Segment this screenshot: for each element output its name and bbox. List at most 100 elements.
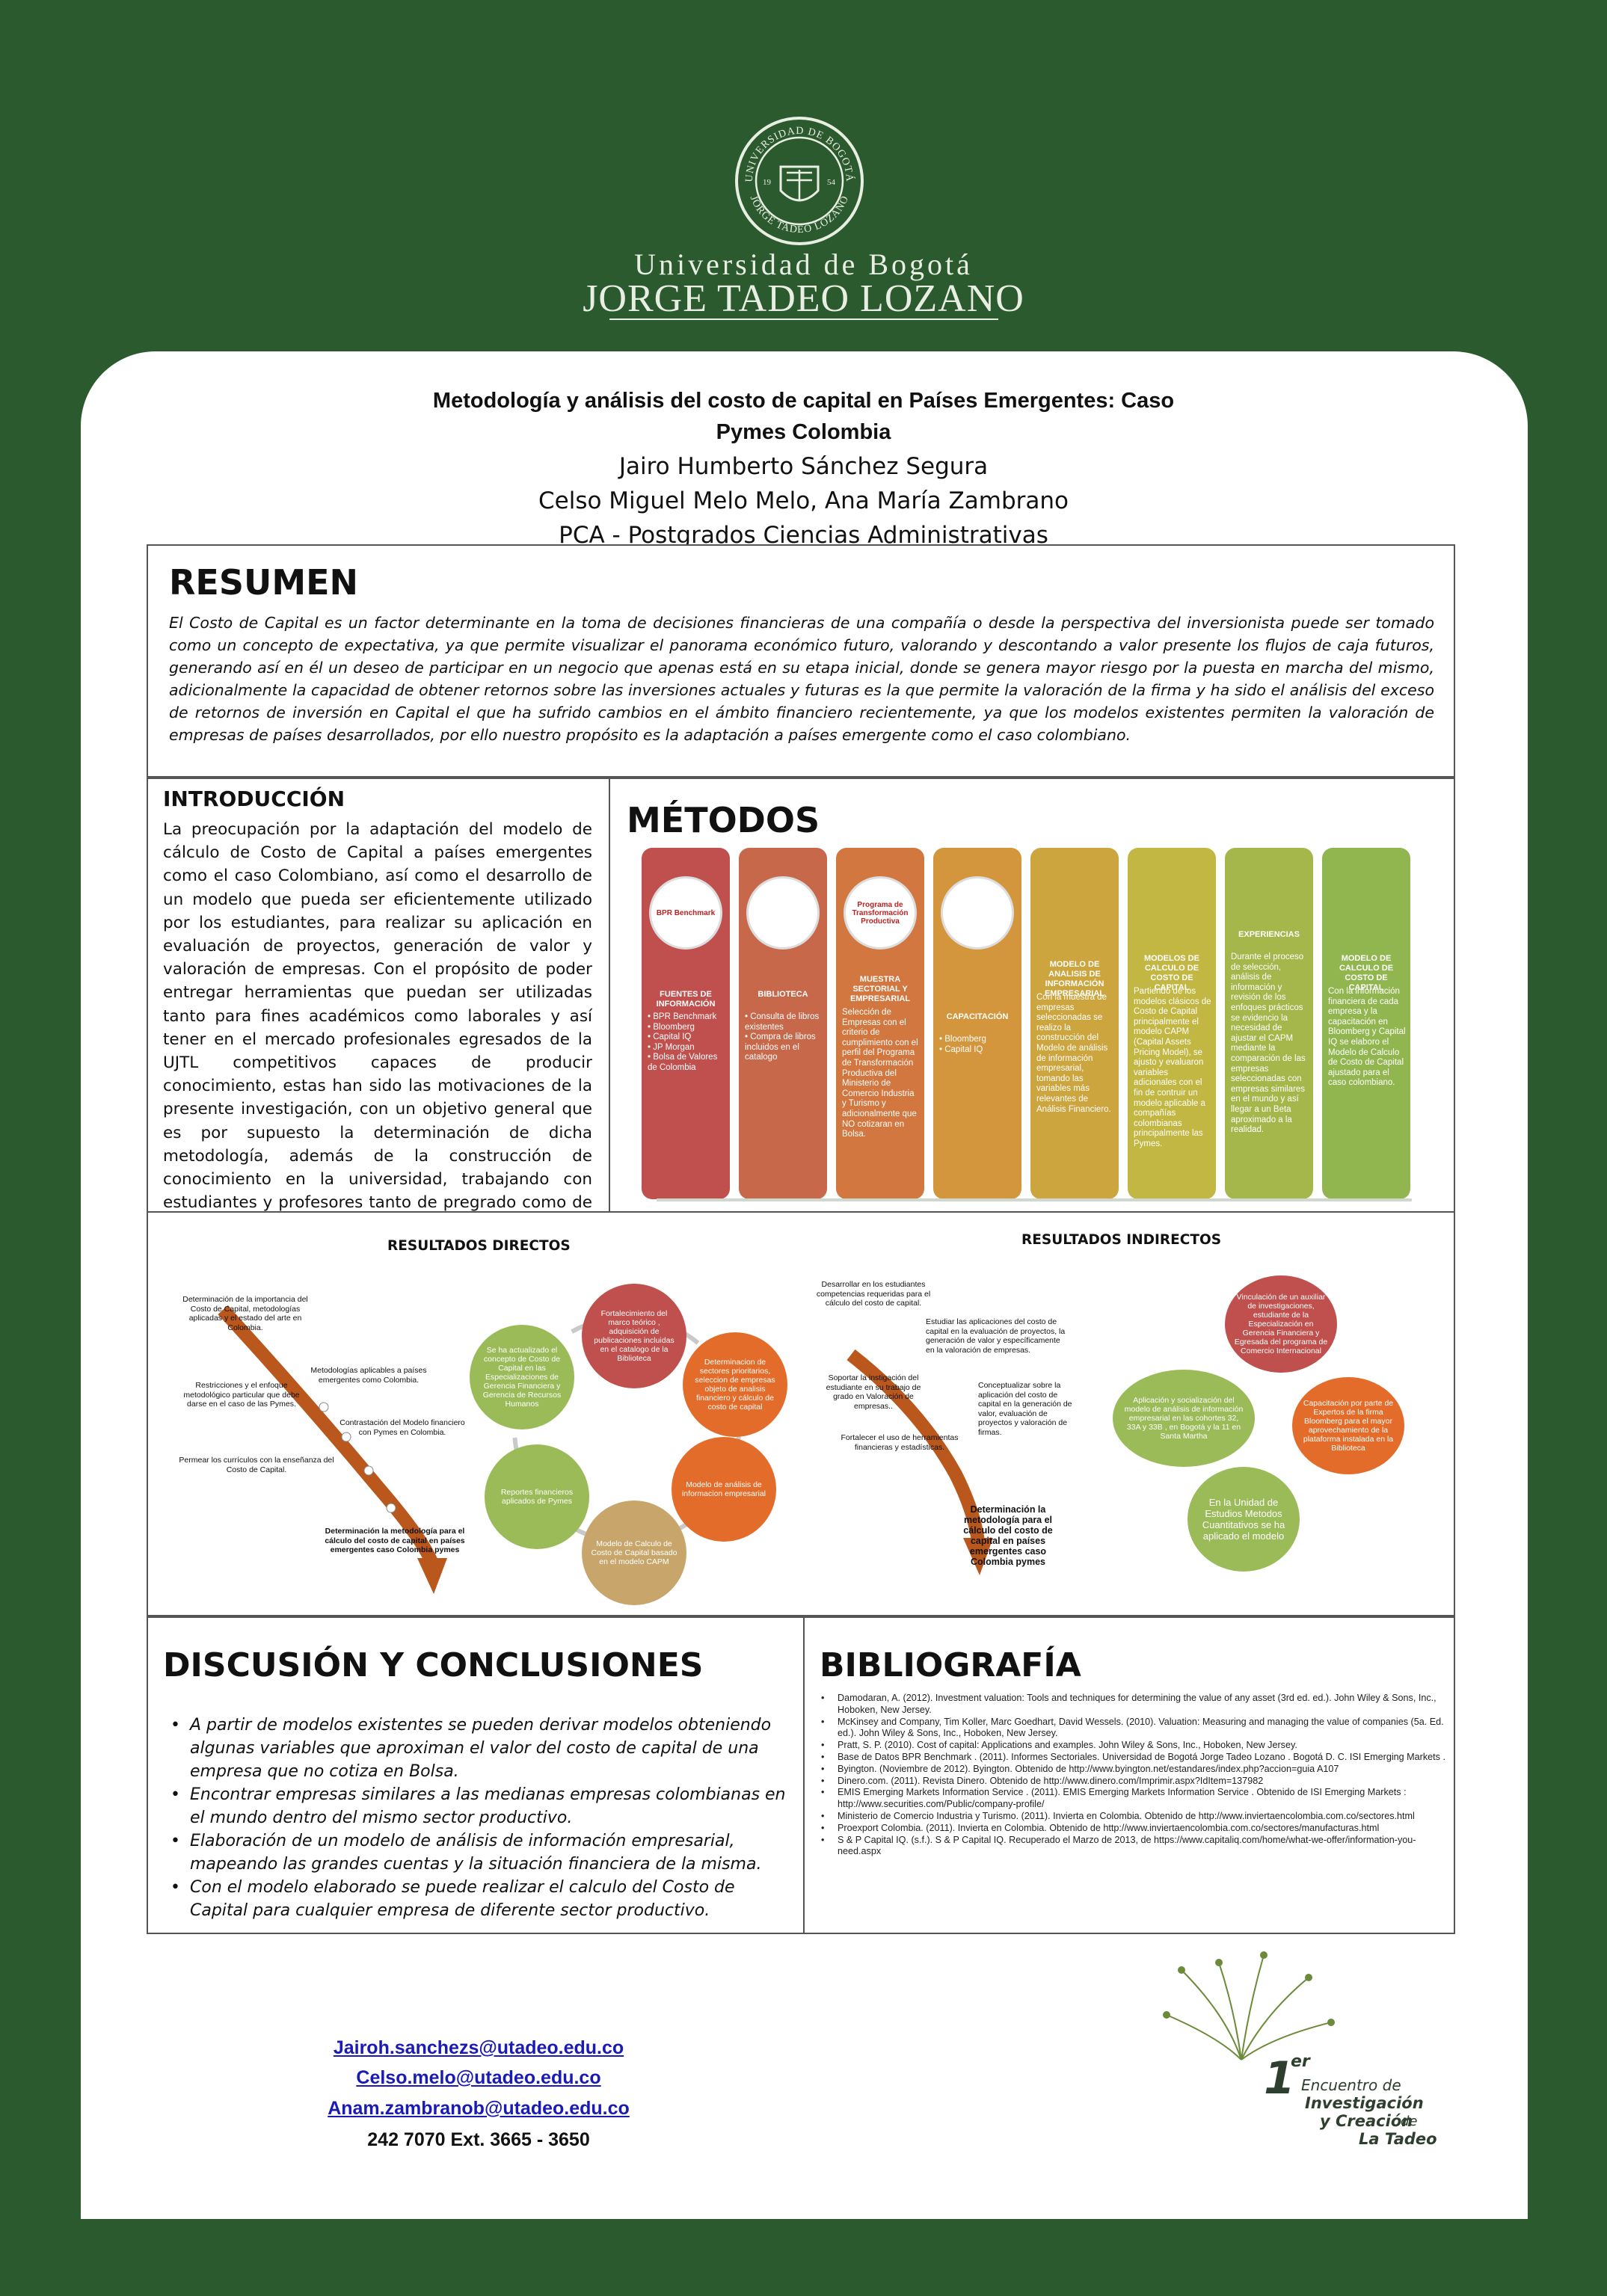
resultados-indirectos-heading: RESULTADOS INDIRECTOS — [1021, 1232, 1222, 1248]
header-banner: UNIVERSIDAD DE BOGOTÁ JORGE TADEO LOZANO… — [0, 0, 1607, 351]
poster-title-line1: Metodología y análisis del costo de capi… — [432, 389, 1175, 413]
seal-year-left: 19 — [763, 178, 772, 187]
dandelion-icon — [1163, 1951, 1335, 2060]
method-column-item: Compra de libros incluidos en el catalog… — [745, 1032, 823, 1063]
indirectos-note-3: Soportar la instigación del estudiante e… — [826, 1373, 921, 1411]
directos-cycle-1: Fortalecimiento del marco teórico , adqu… — [582, 1284, 686, 1388]
method-column: MODELO DE ANALISIS DE INFORMACIÓN EMPRES… — [1030, 848, 1119, 1199]
evento-number: 1 — [1264, 2052, 1295, 2105]
bib-item: Byington. (Noviembre de 2012). Byington.… — [820, 1764, 1448, 1776]
divider — [609, 318, 998, 320]
discusion-section: DISCUSIÓN Y CONCLUSIONES A partir de mod… — [147, 1616, 805, 1934]
method-column-item: Bolsa de Valores de Colombia — [648, 1053, 725, 1073]
bib-item: Dinero.com. (2011). Revista Dinero. Obte… — [820, 1776, 1448, 1788]
bpr-benchmark-logo-icon: BPR Benchmark — [649, 876, 722, 950]
method-column-title: MUESTRA SECTORIAL Y EMPRESARIAL — [849, 975, 911, 1003]
ptp-program-logo-icon: Programa de Transformación Productiva — [844, 876, 917, 950]
directos-cycle-4: Modelo de Calculo de Costo de Capital ba… — [582, 1501, 686, 1605]
indirectos-note-2: Estudiar las aplicaciones del costo de c… — [926, 1317, 1066, 1355]
method-column-item: Bloomberg — [939, 1035, 1017, 1045]
directos-cycle-2: Determinacion de sectores prioritarios, … — [683, 1332, 787, 1437]
method-column-body: Selección de Empresas con el criterio de… — [842, 1008, 918, 1139]
method-column-item: Capital IQ — [939, 1045, 1017, 1056]
discusion-list: A partir de modelos existentes se pueden… — [170, 1714, 791, 1922]
bib-item: Base de Datos BPR Benchmark . (2011). In… — [820, 1752, 1448, 1764]
email-link-2[interactable]: Celso.melo@utadeo.edu.co — [356, 2067, 601, 2088]
bib-item: Ministerio de Comercio Industria y Turis… — [820, 1811, 1448, 1823]
method-column-title: CAPACITACIÓN — [946, 1012, 1009, 1021]
indirectos-circle-1: Vinculación de un auxiliar de investigac… — [1225, 1275, 1337, 1373]
methods-timeline-arrow — [657, 1198, 1412, 1201]
method-column-title: MODELO DE ANALISIS DE INFORMACIÓN EMPRES… — [1044, 960, 1105, 998]
method-column-body: BloombergCapital IQ — [939, 1035, 1017, 1055]
introduccion-heading: INTRODUCCIÓN — [163, 787, 345, 811]
method-column-body: Durante el proceso de selección, análisi… — [1231, 952, 1306, 1135]
indirectos-note-1: Desarrollar en los estudiantes competenc… — [816, 1280, 931, 1308]
method-column-body: Con la muestra de empresas seleccionadas… — [1036, 993, 1111, 1114]
method-column-item: BPR Benchmark — [648, 1012, 725, 1023]
bib-item: Damodaran, A. (2012). Investment valuati… — [820, 1693, 1448, 1717]
indirectos-note-4: Conceptualizar sobre la aplicación del c… — [978, 1381, 1072, 1437]
resumen-text: El Costo de Capital es un factor determi… — [169, 614, 1434, 744]
method-column: BIBLIOTECA Consulta de libros existentesC… — [739, 848, 827, 1199]
evento-line3: y Creación — [1320, 2112, 1413, 2130]
method-column-item: Bloomberg — [648, 1023, 725, 1033]
email-link-1[interactable]: Jairoh.sanchezs@utadeo.edu.co — [333, 2037, 624, 2058]
method-column-item: Capital IQ — [648, 1032, 725, 1043]
resumen-heading: RESUMEN — [169, 562, 359, 603]
bibliografia-list: Damodaran, A. (2012). Investment valuati… — [820, 1693, 1448, 1858]
directos-cycle-3: Modelo de análisis de informacion empres… — [672, 1437, 776, 1542]
directos-cycle-6: Se ha actualizado el concepto de Costo d… — [470, 1325, 574, 1429]
directos-note-6: Determinación la metodología para el cál… — [325, 1527, 465, 1554]
directos-note-2: Metodologías aplicables a países emergen… — [310, 1366, 427, 1385]
evento-line2: Investigación — [1305, 2094, 1424, 2112]
method-column-body: Partiendo de los modelos clásicos de Cos… — [1134, 987, 1211, 1148]
method-column-body: Consulta de libros existentesCompra de l… — [745, 1012, 823, 1063]
university-name-line1: Universidad de Bogotá — [634, 247, 973, 281]
phone-number: 242 7070 Ext. 3665 - 3650 — [367, 2129, 590, 2150]
bib-item: EMIS Emerging Markets Information Servic… — [820, 1787, 1448, 1811]
resultados-directos-heading: RESULTADOS DIRECTOS — [387, 1238, 571, 1254]
resumen-section: RESUMEN El Costo de Capital es un factor… — [147, 544, 1455, 778]
email-link-3[interactable]: Anam.zambranob@utadeo.edu.co — [328, 2098, 630, 2119]
evento-line3b: de — [1401, 2114, 1418, 2129]
bib-item: S & P Capital IQ. (s.f.). S & P Capital … — [820, 1835, 1448, 1859]
method-column-title: MODELO DE CALCULO DE COSTO DE CAPITAL — [1339, 954, 1394, 992]
method-column-item: Consulta de libros existentes — [745, 1012, 823, 1032]
indirectos-note-6: Determinación la metodología para el cál… — [963, 1504, 1053, 1567]
bloomberg-terminal-icon — [941, 876, 1014, 950]
indirectos-arrow-graphic — [846, 1349, 993, 1575]
method-column-title: MODELOS DE CALCULO DE COSTO DE CAPITAL — [1144, 954, 1199, 992]
method-column: EXPERIENCIAS Durante el proceso de selecc… — [1225, 848, 1313, 1199]
method-column-body: Con la información financiera de cada em… — [1328, 987, 1406, 1088]
method-column-item: JP Morgan — [648, 1043, 725, 1053]
evento-line1: Encuentro de — [1301, 2076, 1401, 2094]
bibliografia-section: BIBLIOGRAFÍA Damodaran, A. (2012). Inves… — [803, 1616, 1455, 1934]
university-seal-icon: UNIVERSIDAD DE BOGOTÁ JORGE TADEO LOZANO… — [735, 117, 864, 245]
directos-note-3: Restricciones y el enfoque metodológico … — [183, 1381, 300, 1409]
bib-item: Proexport Colombia. (2011). Invierta en … — [820, 1823, 1448, 1835]
poster-title-line2: Pymes Colombia — [716, 420, 891, 444]
author-line-2: Celso Miguel Melo Melo, Ana María Zambra… — [538, 487, 1069, 514]
directos-cycle-5: Reportes financieros aplicados de Pymes — [485, 1444, 589, 1549]
directos-arrow-graphic — [218, 1305, 447, 1594]
bibliografia-heading: BIBLIOGRAFÍA — [820, 1646, 1081, 1684]
author-line-1: Jairo Humberto Sánchez Segura — [618, 453, 989, 480]
method-column: CAPACITACIÓN BloombergCapital IQ — [933, 848, 1021, 1199]
directos-note-4: Contrastación del Modelo financiero con … — [339, 1418, 465, 1437]
method-column-title: BIBLIOTECA — [758, 990, 808, 999]
resultados-section: RESULTADOS DIRECTOS RESULTADOS INDIRECTO… — [147, 1211, 1455, 1616]
directos-note-5: Permear los currículos con la enseñanza … — [179, 1456, 334, 1474]
bib-item: Pratt, S. P. (2010). Cost of capital: Ap… — [820, 1740, 1448, 1752]
evento-superscript: er — [1291, 2052, 1310, 2071]
method-column-title: EXPERIENCIAS — [1238, 930, 1300, 939]
introduccion-section: INTRODUCCIÓN La preocupación por la adap… — [147, 778, 610, 1235]
discusion-item: Encontrar empresas similares a las media… — [170, 1783, 791, 1829]
discusion-item: Elaboración de un modelo de análisis de … — [170, 1829, 791, 1876]
seal-year-right: 54 — [827, 178, 836, 187]
discusion-heading: DISCUSIÓN Y CONCLUSIONES — [163, 1646, 704, 1684]
university-name-line2: JORGE TADEO LOZANO — [583, 277, 1024, 320]
